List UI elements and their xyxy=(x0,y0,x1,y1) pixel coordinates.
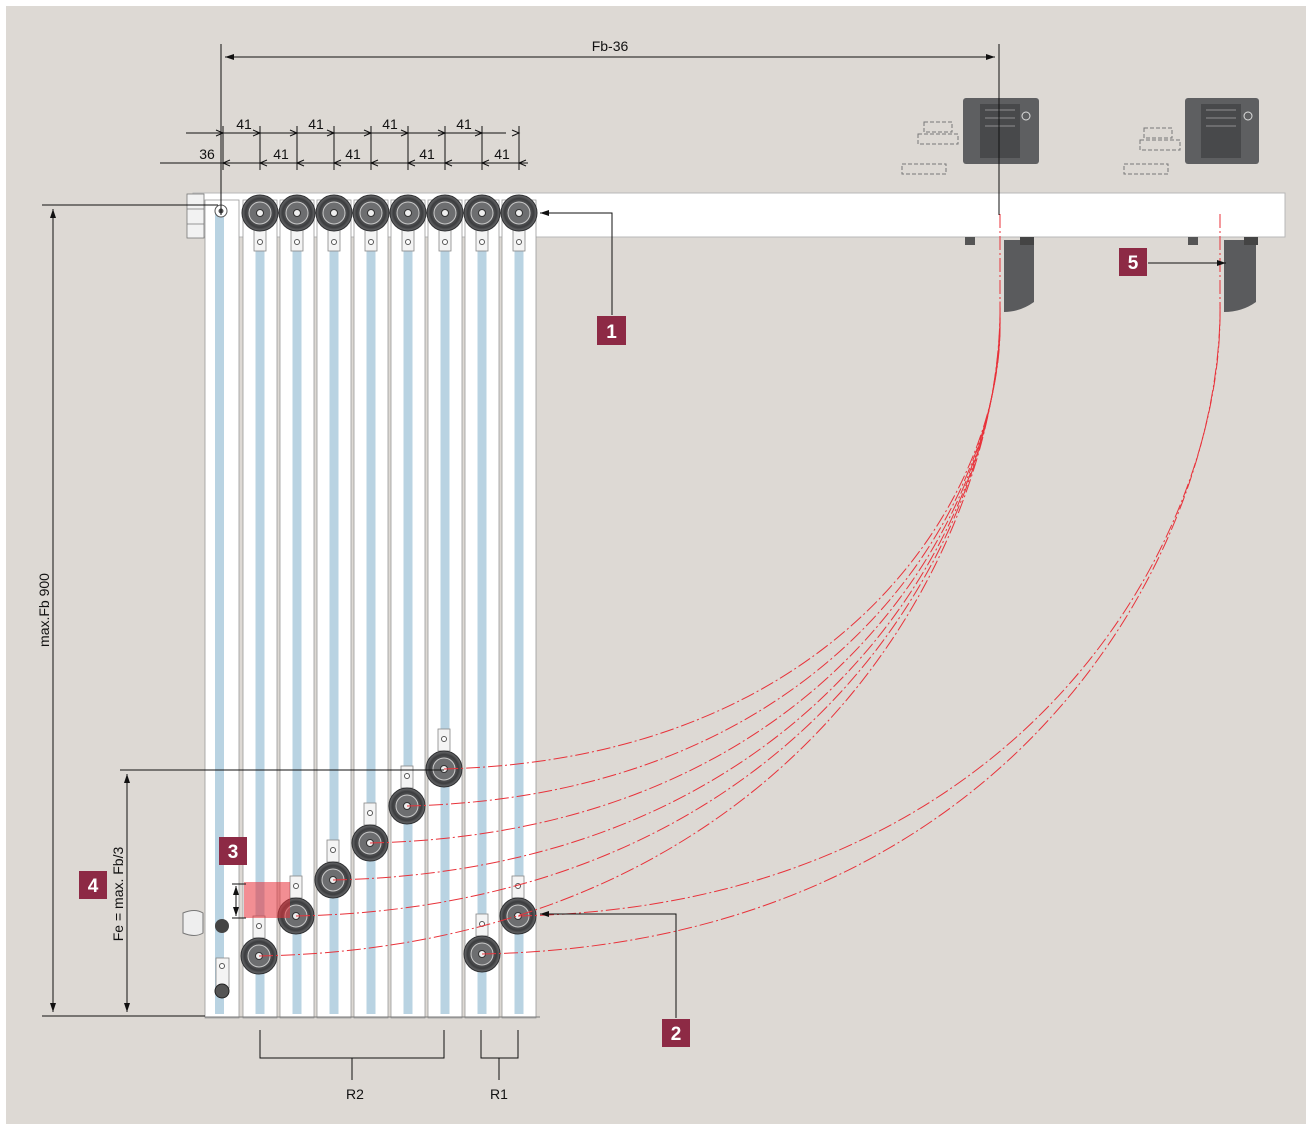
swing-path xyxy=(295,303,1001,917)
folded-rollers xyxy=(240,728,537,975)
pitch-label-r1-1: 41 xyxy=(236,116,252,132)
pitch-label-r2-2: 41 xyxy=(273,146,289,162)
leaf-glass xyxy=(403,250,413,1014)
pitch-arrow xyxy=(474,129,484,137)
svg-text:3: 3 xyxy=(228,842,239,863)
pitch-arrow xyxy=(332,159,342,167)
swing-paths xyxy=(258,214,1221,957)
bracket-hole xyxy=(330,847,336,853)
pitch-arrow xyxy=(400,129,410,137)
pitch-arrow xyxy=(289,129,299,137)
handle-knob xyxy=(182,910,230,999)
marker-4: 4 xyxy=(79,871,107,899)
top-roller-pin xyxy=(367,209,375,217)
svg-text:2: 2 xyxy=(671,1024,682,1045)
pitch-arrow xyxy=(406,159,416,167)
swing-path xyxy=(517,305,1221,917)
leaf-glass xyxy=(255,250,265,1014)
leaf-glass xyxy=(514,250,524,1014)
bracket-hole xyxy=(331,239,337,245)
pitch-label-r2-5: 41 xyxy=(494,146,510,162)
leaf-glass xyxy=(477,250,487,1014)
pitch-arrow xyxy=(295,159,305,167)
pitch-arrow xyxy=(517,159,527,167)
bracket-hole xyxy=(257,239,263,245)
door-leaves xyxy=(204,199,540,1019)
svg-text:5: 5 xyxy=(1128,253,1139,274)
pitch-arrow xyxy=(252,129,262,137)
marker-5: 5 xyxy=(1119,248,1147,276)
swing-path xyxy=(406,315,1001,807)
dimension-fe xyxy=(120,769,444,1012)
pitch-arrow xyxy=(369,159,379,167)
pitch-label-r1-2: 41 xyxy=(308,116,324,132)
label-height: max.Fb 900 xyxy=(36,573,52,647)
bracket-hole xyxy=(479,239,485,245)
leaf-glass xyxy=(292,250,302,1014)
top-roller-pin xyxy=(478,209,486,217)
swing-path xyxy=(481,299,1221,955)
diagram-background xyxy=(6,6,1306,1124)
bracket-hole xyxy=(404,773,410,779)
top-roller-pin xyxy=(515,209,523,217)
pitch-label-r1-4: 41 xyxy=(456,116,472,132)
bracket-hole xyxy=(294,239,300,245)
svg-text:4: 4 xyxy=(88,876,99,897)
label-fb36: Fb-36 xyxy=(592,38,629,54)
dimension-fb36 xyxy=(220,44,1000,215)
bracket-hole xyxy=(367,810,373,816)
pitch-label-r2-4: 41 xyxy=(419,146,435,162)
bracket-hole xyxy=(516,239,522,245)
pitch-arrow xyxy=(480,159,490,167)
label-fe: Fe = max. Fb/3 xyxy=(110,847,126,942)
carriage-detail-1 xyxy=(901,98,1039,312)
highlight-dim xyxy=(232,883,246,919)
leaf-glass xyxy=(440,250,450,1014)
pitch-label-r2-1: 36 xyxy=(199,146,215,162)
label-r2: R2 xyxy=(346,1086,364,1102)
dimension-height xyxy=(42,204,218,1017)
leaf-glass xyxy=(329,250,339,1014)
pitch-label-r1-3: 41 xyxy=(382,116,398,132)
group-brackets xyxy=(259,1030,519,1080)
bracket-hole xyxy=(405,239,411,245)
pitch-dimensions xyxy=(160,126,528,170)
marker-leaders xyxy=(540,210,1226,1018)
pitch-label-r2-3: 41 xyxy=(345,146,361,162)
top-roller-pin xyxy=(404,209,412,217)
top-roller-pin xyxy=(293,209,301,217)
bracket-hole xyxy=(293,883,299,889)
top-rollers xyxy=(241,194,538,252)
svg-text:1: 1 xyxy=(606,322,617,343)
pitch-arrow xyxy=(443,159,453,167)
bracket-hole xyxy=(441,736,447,742)
pitch-arrow xyxy=(363,129,373,137)
bracket-hole xyxy=(442,239,448,245)
pitch-arrow xyxy=(215,129,225,137)
top-roller-pin xyxy=(330,209,338,217)
pitch-arrow xyxy=(221,159,231,167)
bracket-hole xyxy=(368,239,374,245)
pitch-arrow xyxy=(258,159,268,167)
label-r1: R1 xyxy=(490,1086,508,1102)
pitch-arrow xyxy=(511,129,521,137)
carriage-detail-2 xyxy=(1123,98,1259,312)
swing-path xyxy=(443,319,1001,770)
top-roller-pin xyxy=(256,209,264,217)
top-roller-pin xyxy=(441,209,449,217)
leaf-glass xyxy=(366,250,376,1014)
marker-2: 2 xyxy=(662,1019,690,1047)
pitch-arrow xyxy=(437,129,447,137)
marker-3: 3 xyxy=(219,837,247,865)
marker-1: 1 xyxy=(597,316,626,345)
red-highlight-area xyxy=(244,882,290,918)
bracket-hole xyxy=(256,923,262,929)
pitch-arrow xyxy=(326,129,336,137)
